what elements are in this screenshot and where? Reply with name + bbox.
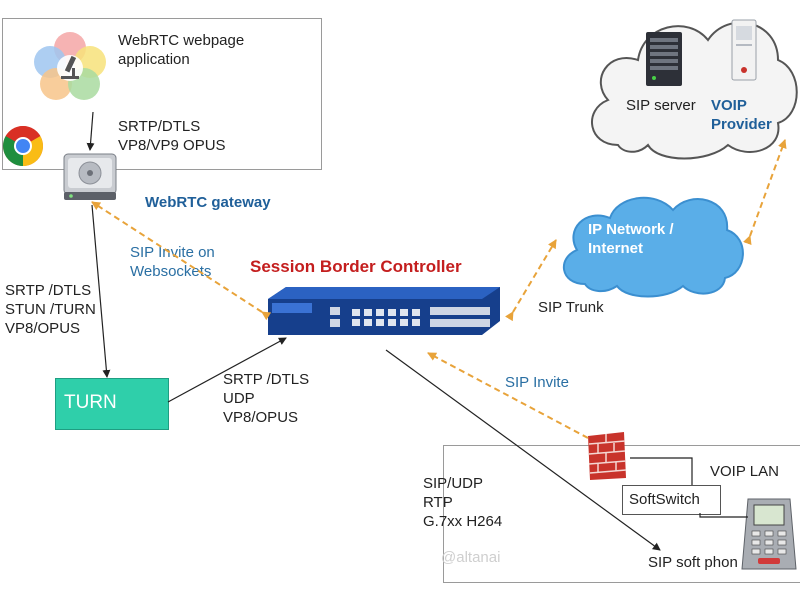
sip-server-label: SIP server [626, 97, 696, 114]
voip-provider-cloud [591, 21, 798, 160]
voip-provider-label: VOIP Provider [711, 97, 772, 133]
firewall-sbc-dashed-line [427, 352, 589, 439]
webrtc-gateway-label: WebRTC gateway [145, 194, 271, 211]
sip-soft-phone-label: SIP soft phon [648, 554, 738, 571]
watermark-text: @altanai [441, 549, 501, 566]
sbc-title: Session Border Controller [250, 257, 462, 276]
sbc-appliance-icon [268, 287, 500, 335]
webrtc-app-media: SRTP/DTLS VP8/VP9 OPUS [118, 118, 226, 154]
sip-invite-websockets-label: SIP Invite on Websockets [130, 244, 215, 280]
sip-invite-label: SIP Invite [505, 374, 569, 391]
sip-server-icon [646, 32, 682, 86]
firewall-icon [588, 432, 627, 480]
turn-server-box [55, 378, 169, 430]
chrome-browser-icon [3, 126, 43, 166]
softswitch-label: SoftSwitch [629, 491, 700, 508]
ip-network-cloud [562, 196, 744, 298]
sbc-phone-media-label: SIP/UDP RTP G.7xx H264 [423, 475, 503, 530]
turn-sbc-media-label: SRTP /DTLS UDP VP8/OPUS [223, 371, 310, 426]
ip-phone-icon [741, 498, 797, 570]
webrtc-gateway-server-icon [63, 153, 117, 200]
voip-lan-title: VOIP LAN [710, 463, 779, 480]
webrtc-app-logo-icon [34, 32, 106, 100]
gateway-turn-media-label: SRTP /DTLS STUN /TURN VP8/OPUS [5, 282, 96, 337]
ip-network-label: IP Network / Internet [588, 221, 674, 257]
sip-trunk-label: SIP Trunk [538, 299, 604, 316]
webrtc-app-title: WebRTC webpage application [118, 32, 245, 68]
turn-label: TURN [64, 392, 117, 413]
voip-provider-server-icon [731, 19, 757, 81]
